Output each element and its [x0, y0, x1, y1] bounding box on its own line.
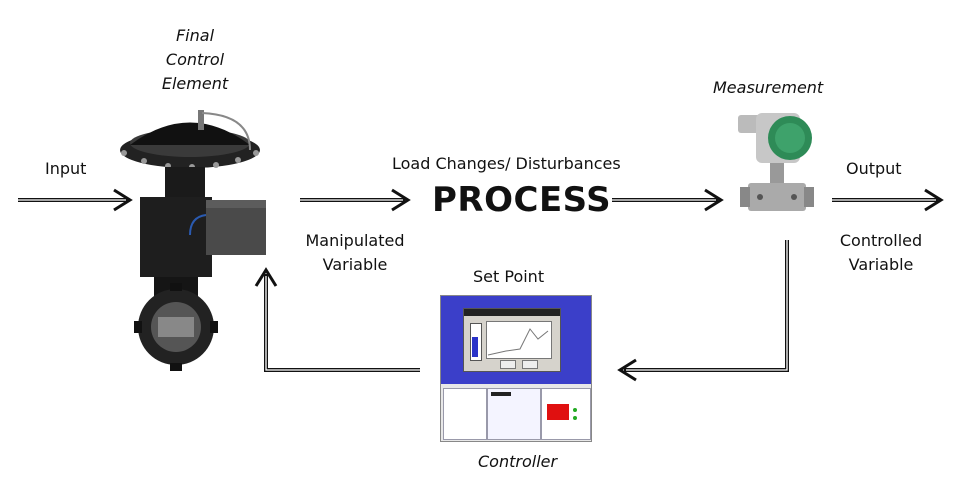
feedback-arrow	[617, 240, 789, 382]
output-arrow	[832, 188, 944, 212]
controller-window	[463, 308, 561, 372]
control-valve-image	[120, 110, 266, 371]
input-arrow	[18, 188, 133, 212]
input-label: Input	[45, 159, 87, 178]
final-control-element-label: Final Control Element	[161, 26, 229, 93]
manipulated-variable-label: Manipulated Variable	[305, 231, 405, 274]
controlled-variable-label: Controlled Variable	[839, 231, 923, 274]
controller-panels	[441, 384, 591, 441]
controller-screen-image	[440, 295, 592, 442]
output-label: Output	[846, 159, 902, 178]
pressure-transmitter-image	[738, 113, 814, 211]
process-label: PROCESS	[432, 180, 612, 220]
measurement-label: Measurement	[713, 78, 824, 97]
load-changes-label: Load Changes/ Disturbances	[392, 154, 621, 173]
set-point-label: Set Point	[473, 267, 545, 286]
manipulated-variable-arrow	[300, 188, 411, 212]
control-signal-arrow	[254, 267, 420, 372]
process-to-measurement-arrow	[612, 188, 724, 212]
controller-label: Controller	[478, 452, 558, 471]
